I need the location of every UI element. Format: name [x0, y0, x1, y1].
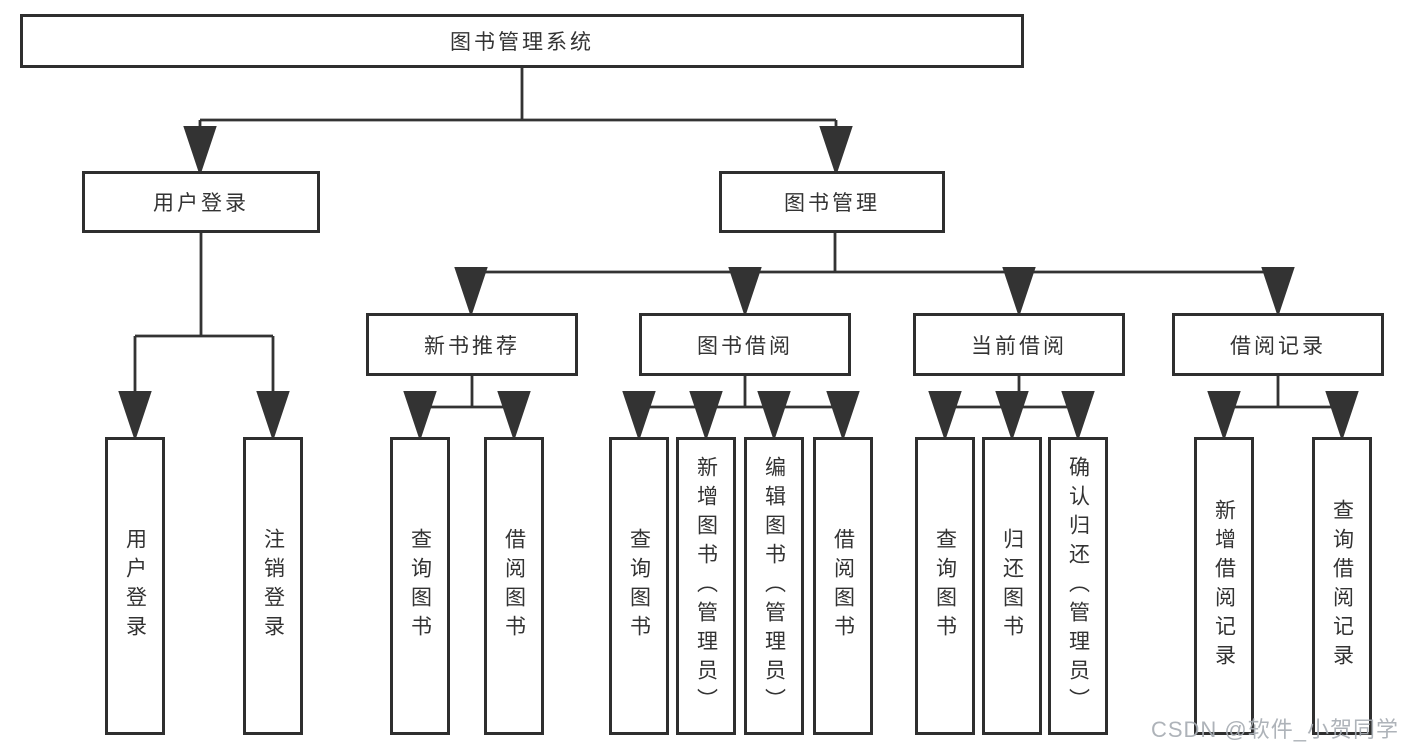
node-label: 用户登录 — [153, 192, 249, 215]
node-label: 图书管理 — [784, 192, 880, 215]
connector-group — [118, 68, 1359, 442]
leaf-logout: 注销登录 — [243, 437, 303, 735]
node-label: 新书推荐 — [424, 334, 520, 358]
leaf-label: 查询图书 — [933, 528, 957, 644]
leaf-query-books-recommend: 查询图书 — [390, 437, 450, 735]
node-label: 当前借阅 — [971, 334, 1067, 358]
leaf-confirm-return-admin: 确认归还（管理员） — [1048, 437, 1108, 735]
node-label: 图书管理系统 — [450, 31, 594, 54]
leaf-borrow-books-recommend: 借阅图书 — [484, 437, 544, 735]
leaf-label: 新增图书（管理员） — [694, 455, 718, 717]
node-library-management-system: 图书管理系统 — [20, 14, 1024, 68]
node-label: 借阅记录 — [1230, 334, 1326, 358]
node-book-management: 图书管理 — [719, 171, 945, 233]
node-new-book-recommend: 新书推荐 — [366, 313, 578, 376]
leaf-query-books-borrowing: 查询图书 — [609, 437, 669, 735]
leaf-label: 确认归还（管理员） — [1066, 455, 1090, 717]
leaf-return-books: 归还图书 — [982, 437, 1042, 735]
leaf-edit-book-admin: 编辑图书（管理员） — [744, 437, 804, 735]
leaf-query-borrow-record: 查询借阅记录 — [1312, 437, 1372, 735]
node-book-borrowing: 图书借阅 — [639, 313, 851, 376]
node-borrowing-records: 借阅记录 — [1172, 313, 1384, 376]
leaf-label: 归还图书 — [1000, 528, 1024, 644]
leaf-label: 注销登录 — [261, 528, 285, 644]
leaf-label: 用户登录 — [123, 528, 147, 644]
leaf-add-book-admin: 新增图书（管理员） — [676, 437, 736, 735]
leaf-add-borrow-record: 新增借阅记录 — [1194, 437, 1254, 735]
node-label: 图书借阅 — [697, 334, 793, 358]
leaf-label: 借阅图书 — [502, 528, 526, 644]
leaf-label: 借阅图书 — [831, 528, 855, 644]
leaf-label: 新增借阅记录 — [1212, 499, 1236, 673]
node-user-login: 用户登录 — [82, 171, 320, 233]
node-current-borrowing: 当前借阅 — [913, 313, 1125, 376]
leaf-query-books-current: 查询图书 — [915, 437, 975, 735]
leaf-label: 查询图书 — [627, 528, 651, 644]
leaf-label: 查询图书 — [408, 528, 432, 644]
leaf-label: 查询借阅记录 — [1330, 499, 1354, 673]
csdn-watermark: CSDN @软件_小贺同学 — [1150, 717, 1399, 742]
leaf-label: 编辑图书（管理员） — [762, 455, 786, 717]
leaf-borrow-books: 借阅图书 — [813, 437, 873, 735]
leaf-user-login: 用户登录 — [105, 437, 165, 735]
